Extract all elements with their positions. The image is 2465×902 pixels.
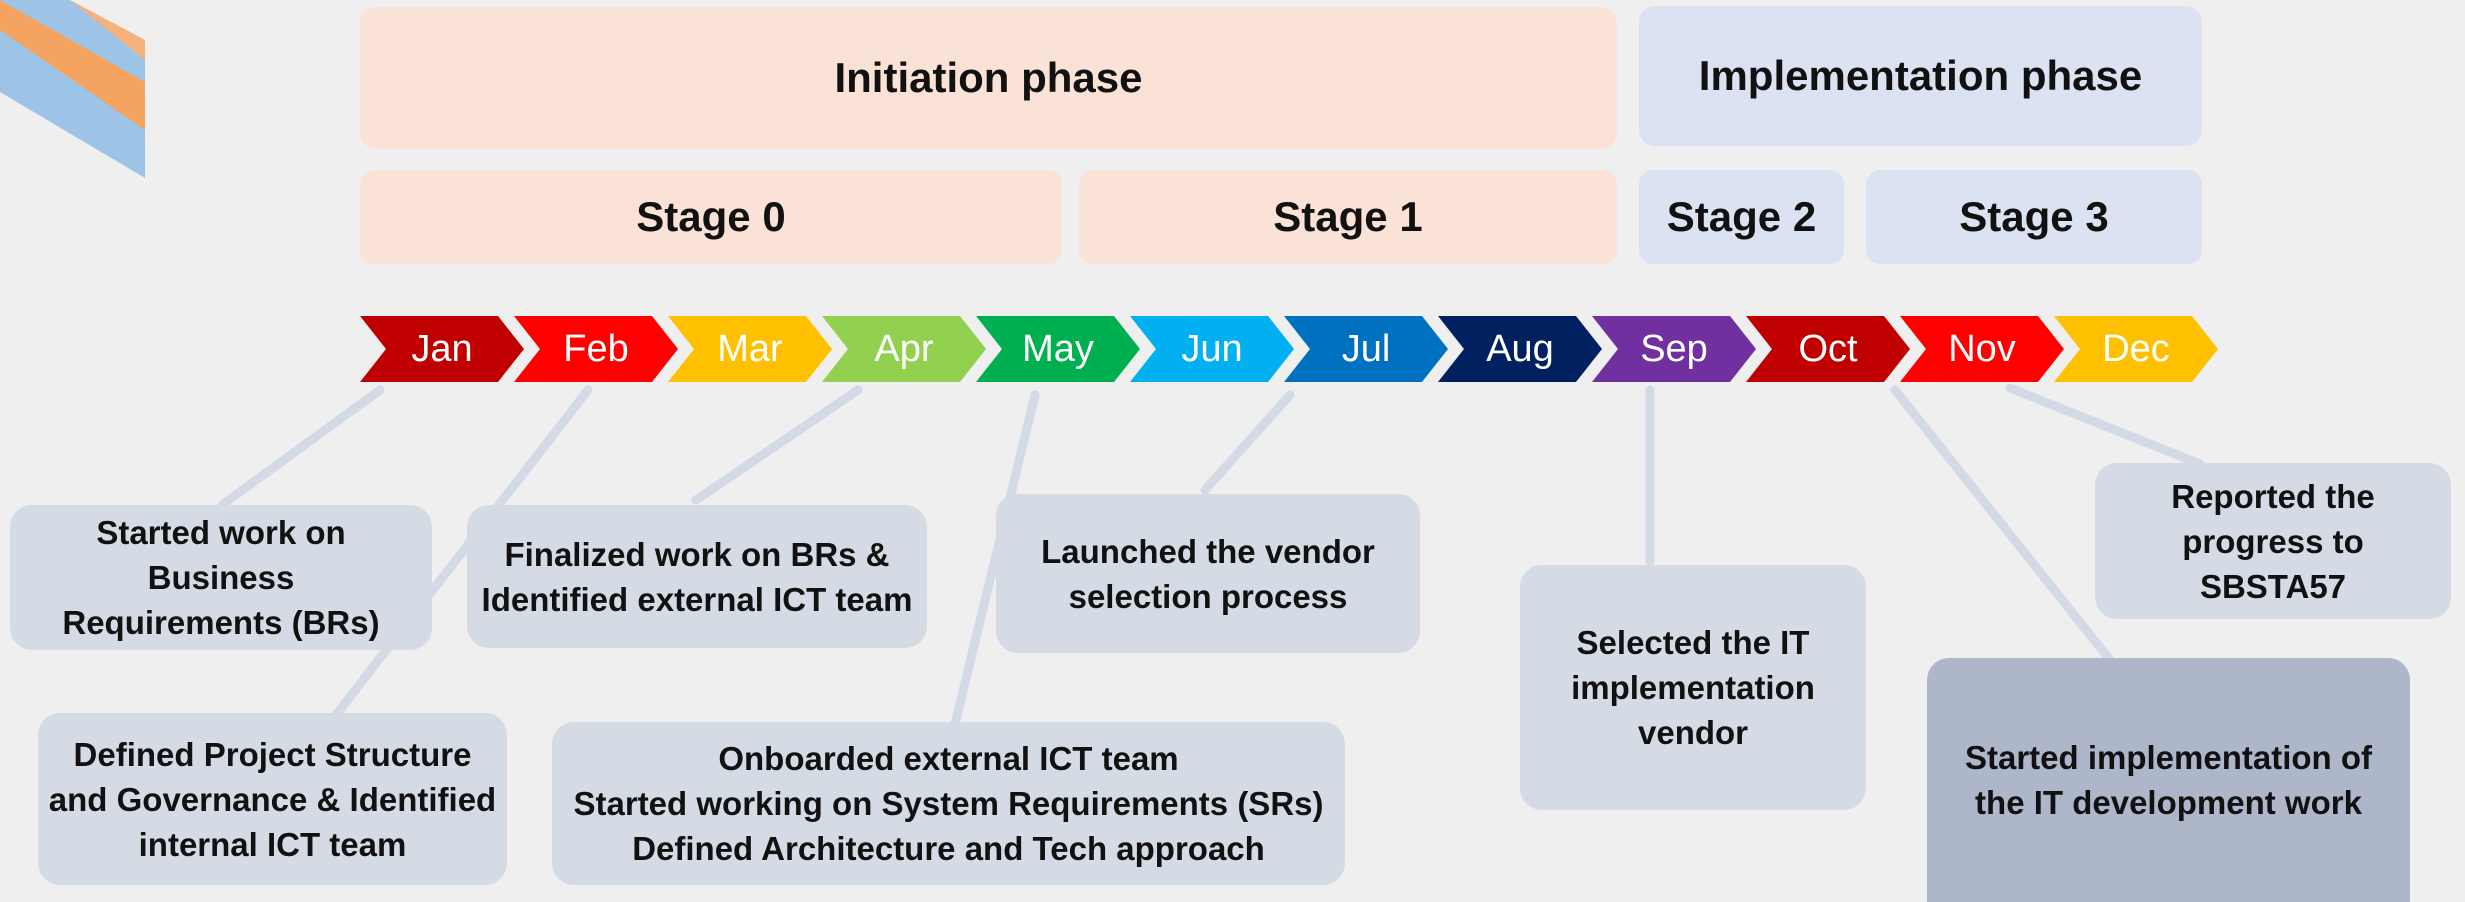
milestone-text-line: Defined Project Structure (73, 735, 472, 773)
stage-3: Stage 3 (1866, 170, 2202, 264)
month-label-dec: Dec (2102, 327, 2170, 370)
month-arrow-dec (2054, 316, 2218, 382)
milestone-reported-progress: Reported the progress to SBSTA57 (2095, 463, 2451, 619)
milestone-selected-vendor: Selected the IT implementation vendor (1520, 565, 1866, 810)
milestone-text-line: Requirements (BRs) (62, 604, 380, 641)
milestone-text-line: Onboarded external ICT team (718, 740, 1179, 777)
month-arrows (360, 316, 2218, 382)
month-arrow-apr (822, 316, 986, 382)
corner-decoration (0, 0, 145, 178)
milestone-project-structure: Defined Project Structure and Governance … (38, 713, 507, 885)
milestone-text-line: the IT development work (1975, 784, 2362, 821)
stage-1: Stage 1 (1079, 170, 1617, 264)
milestone-text-line: and Governance & Identified (48, 780, 497, 818)
milestone-text-line: selection process (1068, 577, 1348, 615)
milestone-text-line: Started work on Business (96, 514, 346, 596)
month-arrow-nov (1900, 316, 2064, 382)
milestone-vendor-selection: Launched the vendor selection process (996, 494, 1420, 653)
connector-may (950, 390, 1040, 729)
milestone-text-line: Defined Architecture and Tech approach (632, 830, 1265, 867)
connector-jul (1200, 390, 1295, 495)
milestone-text-line: progress to SBSTA57 (2182, 522, 2364, 605)
month-label-jul: Jul (1341, 327, 1391, 370)
connector-apr (691, 385, 863, 505)
month-label-aug: Aug (1486, 327, 1554, 370)
month-arrow-oct (1746, 316, 1910, 382)
phase-initiation: Initiation phase (360, 7, 1617, 149)
milestone-text-line: Selected the IT (1576, 624, 1810, 661)
connector-oct (1890, 385, 2115, 665)
month-arrow-jul (1284, 316, 1448, 382)
milestone-text-line: Reported the (2171, 477, 2375, 515)
month-label-feb: Feb (563, 327, 629, 370)
connector-jan (217, 385, 385, 510)
month-arrow-feb (514, 316, 678, 382)
milestone-text-line: Launched the vendor (1041, 532, 1375, 570)
month-label-sep: Sep (1640, 327, 1708, 370)
milestone-text-line: internal ICT team (138, 825, 407, 863)
milestone-text-line: Started working on System Requirements (… (573, 785, 1324, 822)
month-label-may: May (1022, 327, 1094, 370)
month-label-jun: Jun (1181, 327, 1243, 370)
milestone-text-line: vendor (1637, 714, 1749, 751)
milestone-started-implementation: Started implementation of the IT developm… (1927, 658, 2410, 902)
phase-implementation: Implementation phase (1639, 6, 2202, 146)
milestone-text-line: Finalized work on BRs & (504, 535, 890, 573)
month-label-nov: Nov (1948, 327, 2016, 370)
month-arrow-sep (1592, 316, 1756, 382)
connector-feb (327, 385, 593, 725)
connector-nov (2005, 383, 2205, 469)
month-arrow-mar (668, 316, 832, 382)
milestone-finalized-brs: Finalized work on BRs & Identified extern… (467, 505, 927, 648)
month-label-oct: Oct (1798, 327, 1858, 370)
month-label-mar: Mar (717, 327, 783, 370)
month-arrow-aug (1438, 316, 1602, 382)
month-arrow-jun (1130, 316, 1294, 382)
month-arrow-jan (360, 316, 524, 382)
milestone-text-line: Identified external ICT team (481, 580, 913, 618)
milestone-text-line: Started implementation of (1964, 739, 2373, 776)
month-arrow-may (976, 316, 1140, 382)
month-label-jan: Jan (411, 327, 473, 370)
stage-2: Stage 2 (1639, 170, 1844, 264)
connector-lines (217, 383, 2205, 729)
month-label-apr: Apr (874, 327, 934, 370)
milestone-text-line: implementation (1571, 669, 1815, 706)
stage-0: Stage 0 (360, 170, 1062, 264)
